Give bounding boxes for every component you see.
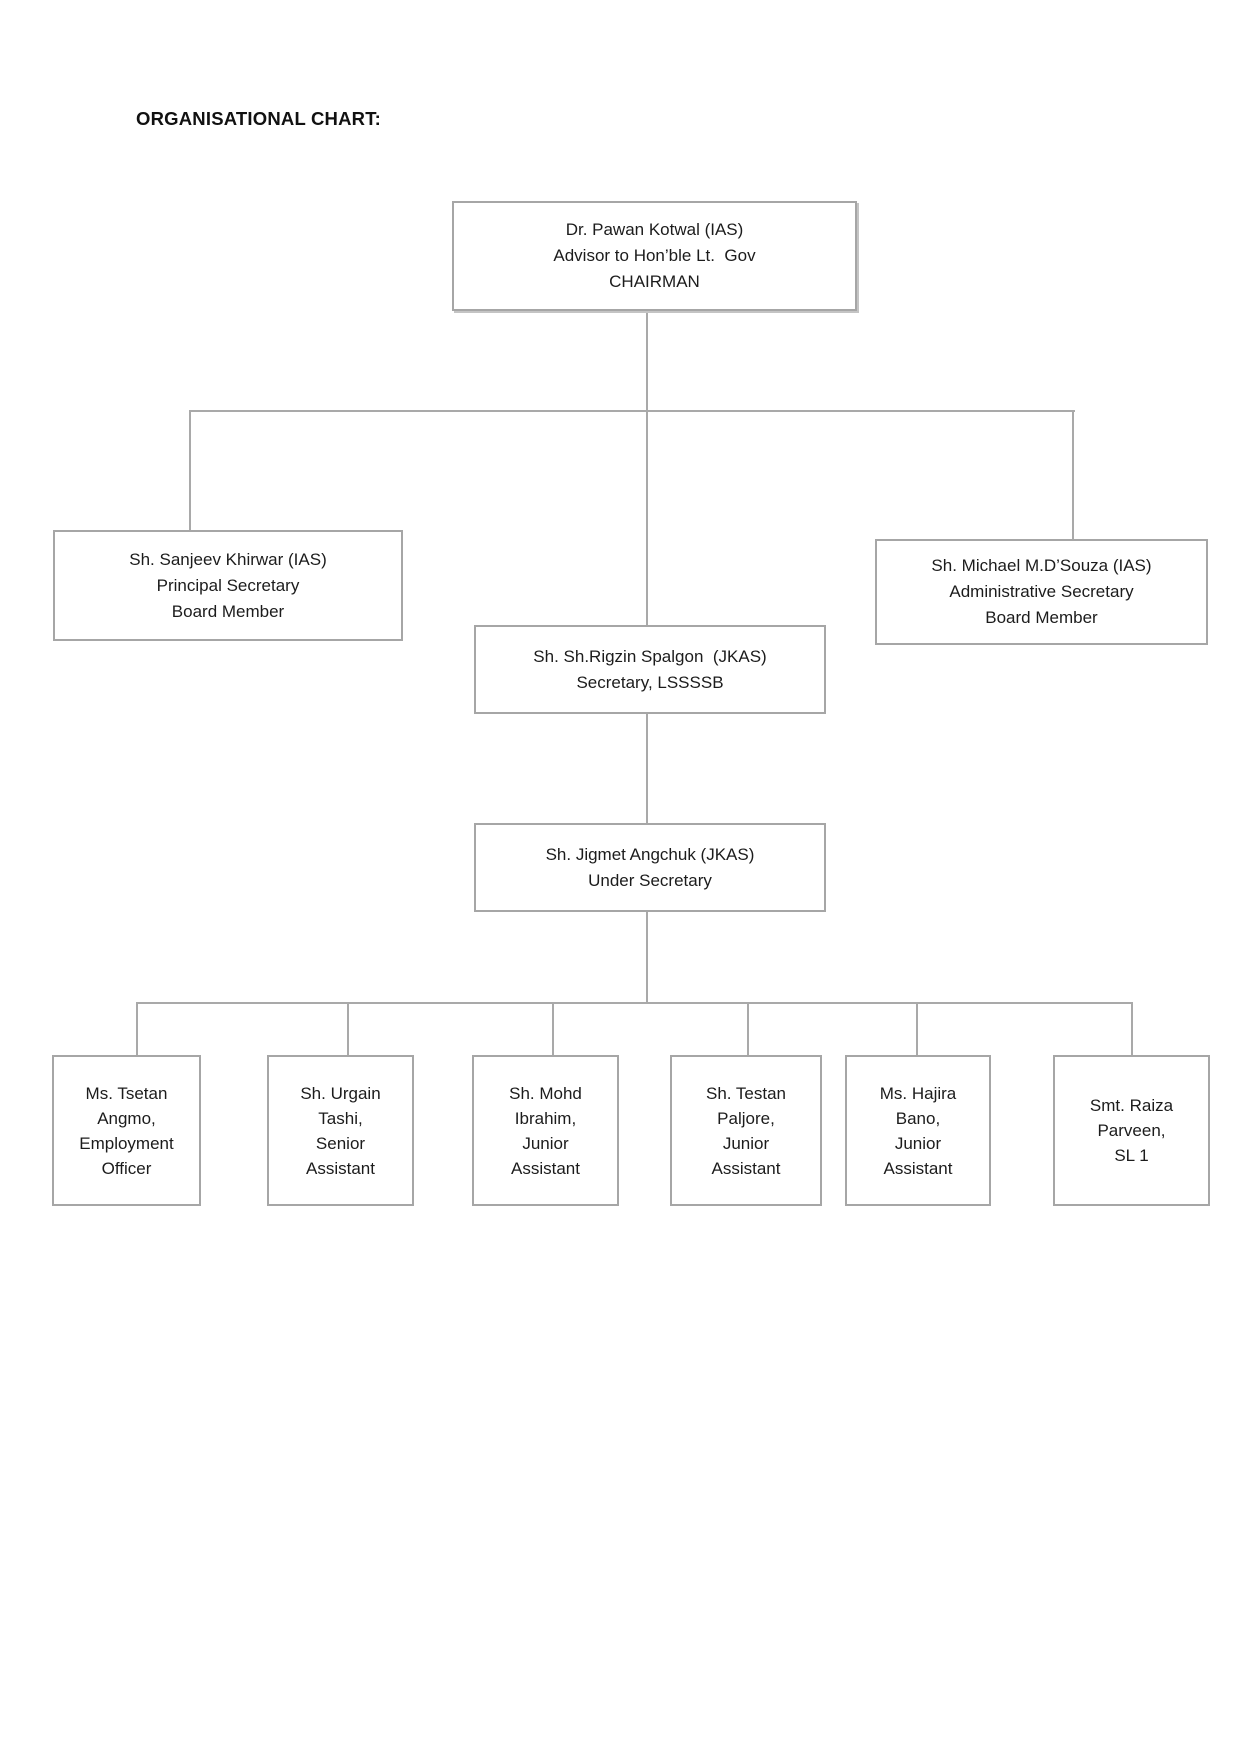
connector-line [189,412,191,531]
org-node-junior-assistant-hajira: Ms. Hajira Bano, Junior Assistant [845,1055,991,1206]
connector-line [916,1004,918,1056]
connector-line [1131,1004,1133,1056]
org-node-employment-officer: Ms. Tsetan Angmo, Employment Officer [52,1055,201,1206]
org-node-secretary-lssssb: Sh. Sh.Rigzin Spalgon (JKAS) Secretary, … [474,625,826,714]
connector-line [552,1004,554,1056]
org-node-junior-assistant-testan: Sh. Testan Paljore, Junior Assistant [670,1055,822,1206]
org-node-junior-assistant-mohd: Sh. Mohd Ibrahim, Junior Assistant [472,1055,619,1206]
connector-line [136,1002,1133,1004]
connector-line [747,1004,749,1056]
page-title: ORGANISATIONAL CHART: [136,108,382,129]
connector-line [189,410,1075,412]
org-node-principal-secretary: Sh. Sanjeev Khirwar (IAS) Principal Secr… [53,530,403,641]
org-node-under-secretary: Sh. Jigmet Angchuk (JKAS) Under Secretar… [474,823,826,912]
connector-line [136,1004,138,1056]
connector-line [646,912,648,1003]
connector-line [646,412,648,626]
org-node-administrative-secretary: Sh. Michael M.D’Souza (IAS) Administrati… [875,539,1208,645]
org-node-sl1: Smt. Raiza Parveen, SL 1 [1053,1055,1210,1206]
connector-line [646,311,648,411]
org-node-senior-assistant: Sh. Urgain Tashi, Senior Assistant [267,1055,414,1206]
connector-line [646,714,648,824]
org-node-chairman: Dr. Pawan Kotwal (IAS) Advisor to Hon’bl… [452,201,857,311]
connector-line [1072,412,1074,540]
connector-line [347,1004,349,1056]
